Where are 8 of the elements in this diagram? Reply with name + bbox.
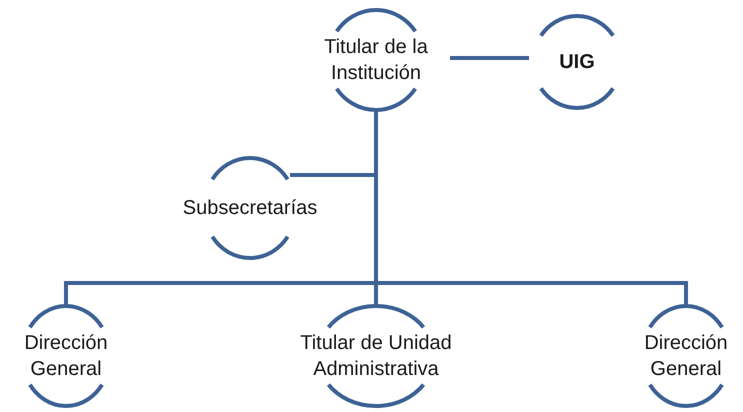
node-label: Dirección General [643,331,729,382]
node-label: Titular de la Institución [323,35,429,86]
node-label: Subsecretarías [182,196,318,221]
node-label: Dirección General [23,331,109,382]
connector-line [374,110,688,306]
node-label: Titular de Unidad Administrativa [299,331,453,382]
connector-line [450,56,529,60]
node-label: UIG [559,50,595,75]
